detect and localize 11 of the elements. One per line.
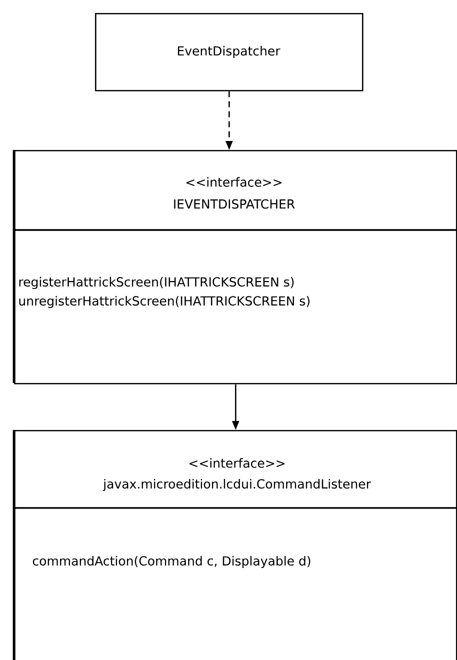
method-text: commandAction(Command c, Displayable d) <box>32 556 310 568</box>
stereotype-text: <<interface>> <box>186 177 282 187</box>
class-name: IEVENTDISPATCHER <box>174 199 295 209</box>
stereotype-text: <<interface>> <box>190 458 284 468</box>
class-box <box>95 12 364 92</box>
method-text: unregisterHattrickScreen(IHATTRICKSCREEN s) <box>19 296 310 308</box>
class-box <box>12 430 457 660</box>
method-text: registerHattrickScreen(IHATTRICKSCREEN s) <box>19 276 294 290</box>
class-box <box>12 150 457 384</box>
class-name: javax.microedition.lcdui.CommandListener <box>102 478 371 492</box>
class-name: EventDispatcher <box>178 46 280 58</box>
